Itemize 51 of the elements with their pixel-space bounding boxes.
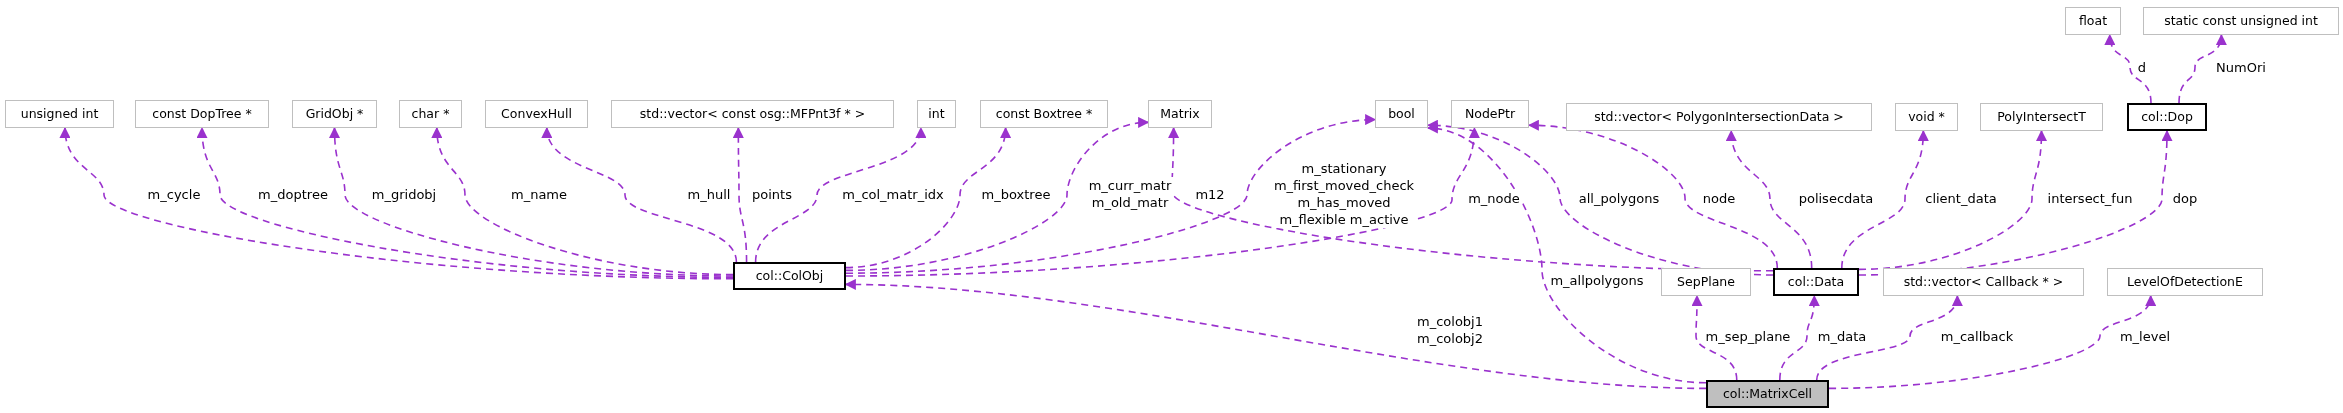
dashed-arrow <box>1828 294 2155 390</box>
type-box: std::vector< PolygonIntersectionData > <box>1566 103 1872 131</box>
edge-label: m_node <box>1466 189 1522 207</box>
dashed-arrow <box>1815 294 1962 381</box>
dashed-arrow <box>845 117 1150 272</box>
dashed-arrow <box>1426 120 1774 276</box>
class-box: col::Data <box>1773 268 1859 296</box>
dashed-arrow <box>845 126 1480 277</box>
type-box: float <box>2065 7 2121 35</box>
type-box: NodePtr <box>1451 100 1529 128</box>
edge-label: m_colobj1 m_colobj2 <box>1415 313 1485 347</box>
type-box: char * <box>399 100 462 128</box>
dashed-arrow <box>1726 129 1813 269</box>
class-box: col::Dop <box>2127 103 2207 131</box>
dashed-arrow <box>1858 129 2047 271</box>
dashed-arrow <box>60 126 734 280</box>
edge-label: m_curr_matr m_old_matr <box>1086 177 1174 211</box>
type-box: void * <box>1895 103 1958 131</box>
dashed-arrow <box>196 126 734 279</box>
dashed-arrow <box>2178 33 2226 104</box>
type-box: std::vector< const osg::MFPnt3f * > <box>611 100 894 128</box>
type-box: int <box>917 100 956 128</box>
class-box: col::ColObj <box>733 262 846 290</box>
dashed-arrow <box>845 126 1011 269</box>
type-box: ConvexHull <box>485 100 588 128</box>
dashed-arrow <box>329 126 734 277</box>
type-box: static const unsigned int <box>2143 7 2339 35</box>
dashed-arrow <box>2105 33 2152 104</box>
dashed-arrow <box>732 126 748 263</box>
type-box: SepPlane <box>1661 268 1751 296</box>
type-box: Matrix <box>1148 100 1212 128</box>
dashed-arrow <box>1779 294 1820 381</box>
type-box: GridObj * <box>292 100 377 128</box>
dashed-arrow <box>431 126 734 276</box>
dashed-arrow <box>1841 129 1929 269</box>
dashed-arrow <box>1691 294 1738 381</box>
dashed-arrow <box>845 114 1377 274</box>
dashed-arrow <box>1168 126 1774 272</box>
type-box: const Boxtree * <box>980 100 1108 128</box>
type-box: const DopTree * <box>135 100 269 128</box>
dashed-arrow <box>1858 129 2173 276</box>
class-box: col::MatrixCell <box>1706 380 1829 408</box>
dashed-arrow <box>1527 120 1779 269</box>
type-box: LevelOfDetectionE <box>2107 268 2263 296</box>
type-box: std::vector< Callback * > <box>1883 268 2084 296</box>
dashed-arrow <box>542 126 738 263</box>
type-box: PolyIntersectT <box>1980 103 2103 131</box>
type-box: bool <box>1375 100 1428 128</box>
type-box: unsigned int <box>5 100 114 128</box>
dashed-arrow <box>1426 123 1707 384</box>
dashed-arrow <box>754 126 925 263</box>
